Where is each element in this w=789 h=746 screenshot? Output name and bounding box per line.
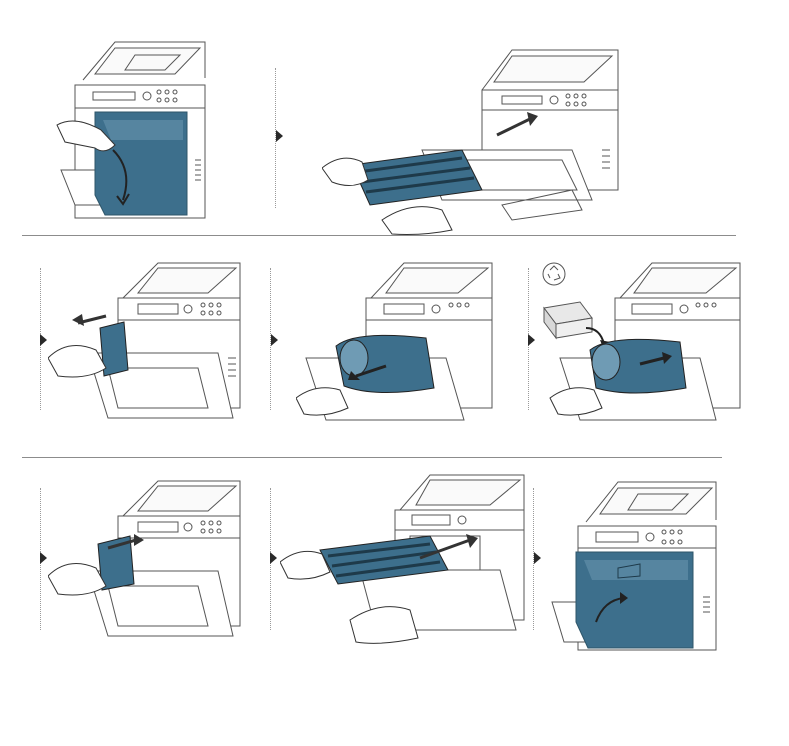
- step-8-illustration: [548, 472, 723, 652]
- remove-waste-toner-container-icon: [296, 262, 493, 421]
- close-front-cover-icon: [551, 481, 717, 651]
- step-arrow-icon: [528, 334, 535, 346]
- step-7-illustration: [280, 470, 528, 650]
- step-arrow-icon: [40, 552, 47, 564]
- step-separator: [533, 488, 534, 630]
- insert-new-waste-toner-container-icon: [542, 262, 741, 421]
- step-arrow-icon: [276, 130, 283, 142]
- row-divider: [22, 235, 736, 236]
- step-arrow-icon: [534, 552, 541, 564]
- step-2-illustration: [322, 40, 622, 236]
- lock-lever-icon: [48, 480, 241, 637]
- insert-imaging-unit-icon: [280, 474, 525, 644]
- open-front-cover-icon: [56, 41, 206, 219]
- step-separator: [275, 68, 276, 208]
- release-lever-icon: [48, 262, 241, 419]
- row-divider: [22, 457, 722, 458]
- step-1-illustration: [55, 30, 215, 220]
- step-4-illustration: [296, 258, 496, 428]
- step-5-illustration: [540, 258, 745, 428]
- remove-imaging-unit-icon: [322, 49, 619, 235]
- step-3-illustration: [48, 258, 243, 428]
- recycle-symbol-icon: [542, 262, 566, 286]
- step-arrow-icon: [270, 552, 277, 564]
- step-arrow-icon: [40, 334, 47, 346]
- step-arrow-icon: [271, 334, 278, 346]
- step-6-illustration: [48, 476, 243, 646]
- step-separator: [270, 268, 271, 410]
